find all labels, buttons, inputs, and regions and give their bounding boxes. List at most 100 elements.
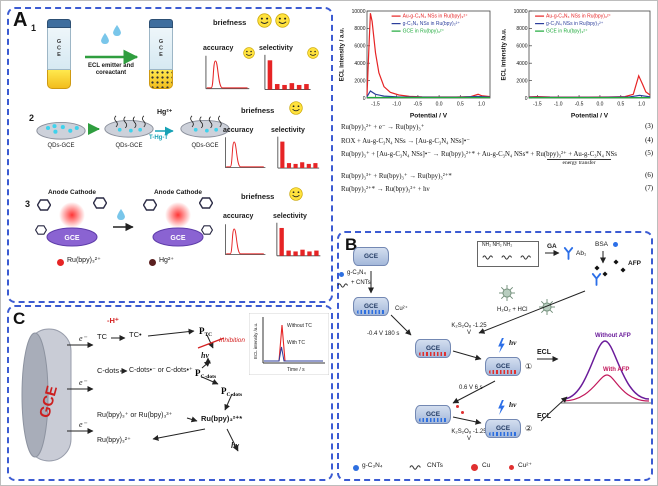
legend-cnts-label: CNTs	[427, 462, 443, 469]
ecl-label-2: ECL	[537, 413, 551, 420]
svg-text:-0.5: -0.5	[414, 102, 423, 108]
smiley-icon	[289, 101, 303, 115]
selectivity-label: selectivity	[271, 127, 305, 134]
hv-label: hν	[201, 351, 209, 360]
svg-text:g-C₃N₄ NSs in Ru(bpy)₃²⁺: g-C₃N₄ NSs in Ru(bpy)₃²⁺	[546, 21, 604, 27]
antigen-sphere-icon	[499, 285, 515, 301]
bsa-label: BSA	[595, 241, 609, 248]
smiley-icon	[243, 47, 255, 59]
cnt-squiggle-icon	[337, 282, 350, 289]
hg-dot-icon	[149, 259, 156, 266]
afp-diamond-icon	[602, 271, 608, 277]
bsa-dot-icon	[613, 242, 618, 247]
equation-row: Ru(bpy)₃³⁺ + Ru(bpy)₃⁺ → Ru(bpy)₃²⁺*(6)	[341, 171, 653, 180]
gce-electrode-b5: GCE	[415, 405, 451, 424]
antibody-y-icon	[591, 273, 602, 286]
electron-label: e⁻	[79, 378, 87, 387]
gcn-cnt-layer	[419, 417, 447, 422]
svg-text:-0.5: -0.5	[575, 102, 584, 108]
afp-diamond-icon	[620, 267, 626, 273]
cu-layer	[489, 369, 517, 374]
afp-diamond-icon	[594, 265, 600, 271]
svg-text:ECL intensity / a.u.: ECL intensity / a.u.	[340, 27, 346, 81]
hg-legend-label: Hg²⁺	[159, 257, 174, 264]
anode-cathode-label: Anode Cathode	[47, 189, 97, 196]
hv-label: hν	[231, 441, 239, 450]
cdots-label: C-dots	[97, 366, 120, 375]
accuracy-label: accuracy	[223, 127, 254, 134]
svg-text:Au-g-C₃N₄ NSs in Ru(bpy)₃²⁺: Au-g-C₃N₄ NSs in Ru(bpy)₃²⁺	[403, 14, 469, 20]
smiley-icon	[307, 47, 319, 59]
svg-text:-1.5: -1.5	[371, 102, 380, 108]
tc-label: TC	[97, 332, 107, 341]
gce-label: GCE	[363, 253, 379, 260]
without-afp-label: Without AFP	[595, 333, 631, 339]
svg-text:1.0: 1.0	[478, 102, 485, 108]
briefness-label: briefness	[213, 18, 247, 27]
qds-gce-label: QDs-GCE	[191, 143, 219, 149]
gce-label: GCE	[158, 38, 164, 59]
svg-text:Au-g-C₃N₄ NSs in Ru(bpy)₃²⁺: Au-g-C₃N₄ NSs in Ru(bpy)₃²⁺	[546, 14, 612, 20]
k2s2o8-label-2: K₂S₂O₈ -1.25 V	[451, 429, 487, 442]
svg-text:g-C₃N₄ NSs in Ru(bpy)₃²⁺: g-C₃N₄ NSs in Ru(bpy)₃²⁺	[403, 21, 461, 27]
ru-dot-icon	[57, 259, 64, 266]
panel-c	[7, 305, 333, 481]
equation-row: Ru(bpy)₃²⁺* → Ru(bpy)₃²⁺ + hν(7)	[341, 185, 653, 193]
ru-legend-label: Ru(bpy)₃²⁺	[67, 257, 101, 264]
selectivity-chart-icon	[269, 135, 323, 173]
inset-ylabel: ECL intensity /a.u.	[253, 323, 258, 359]
equation-row: ROX + Au-g-C₃N₄ NSs → [Au-g-C₃N₄ NSs]•⁻(…	[341, 136, 653, 145]
electron-label: e⁻	[79, 420, 87, 429]
plus-sign: +	[351, 280, 355, 286]
step-06v-label: 0.6 V 6 s	[459, 385, 483, 391]
gce-electrode-modified-icon: GCE	[149, 19, 173, 89]
gcn-cnt-layer	[357, 309, 385, 314]
svg-text:GCE in Ru(bpy)₃²⁺: GCE in Ru(bpy)₃²⁺	[546, 29, 588, 35]
inhibition-label: Inhibition	[219, 337, 246, 344]
ab1-label: Ab₁	[576, 250, 587, 257]
qds-gce-disc-icon	[35, 115, 87, 141]
panel-a-label: A	[13, 9, 28, 31]
anode-cathode-label: Anode Cathode	[153, 189, 203, 196]
briefness-label: briefness	[241, 106, 275, 115]
p-base: P	[199, 326, 205, 336]
circled-2: ②	[525, 424, 533, 433]
tc-inset-chart: Without TC With TC ECL intensity /a.u. T…	[249, 313, 329, 375]
accuracy-chart-icon	[219, 221, 267, 261]
antibody-y-icon	[563, 247, 574, 260]
svg-text:ECL intensity /a.u.: ECL intensity /a.u.	[502, 28, 508, 80]
electron-label: e⁻	[79, 334, 87, 343]
droplet-icon	[117, 209, 125, 220]
deposition-label: -0.4 V 180 s	[367, 331, 400, 337]
svg-text:0.0: 0.0	[436, 102, 443, 108]
svg-text:4000: 4000	[516, 61, 527, 67]
ecl-cell-icon: GCE	[143, 197, 213, 247]
selectivity-label: selectivity	[259, 45, 293, 52]
svg-text:0.0: 0.0	[596, 102, 603, 108]
p-tc-sub: TC	[204, 332, 213, 338]
equation-row: Ru(bpy)₃²⁺ + e⁻ → Ru(bpy)₃⁺(3)	[341, 123, 653, 131]
svg-text:2000: 2000	[354, 78, 365, 84]
gce-label: GCE	[495, 425, 511, 432]
cnt-squiggle-icon	[409, 464, 423, 471]
cu-ion-dot-icon	[456, 405, 459, 408]
gce-electrode-circ2: GCE	[485, 419, 521, 438]
svg-text:8000: 8000	[516, 26, 527, 32]
electrode-cap	[149, 19, 173, 28]
without-tc-label: Without TC	[287, 323, 312, 329]
svg-text:4000: 4000	[354, 61, 365, 67]
svg-text:6000: 6000	[516, 44, 527, 50]
qds-gce-strands-disc-icon	[103, 113, 155, 139]
svg-text:GCE in Ru(bpy)₃²⁺: GCE in Ru(bpy)₃²⁺	[403, 29, 445, 35]
qds-gce-label: QDs-GCE	[115, 143, 143, 149]
nh2-functionalized-box: NH₂ NH₂ NH₂	[477, 241, 539, 267]
svg-text:1.0: 1.0	[638, 102, 645, 108]
gce-label: GCE	[64, 235, 80, 242]
p-base: P	[221, 386, 227, 396]
step-3-number: 3	[25, 199, 31, 209]
cu-dot-icon	[471, 464, 478, 471]
lightning-icon	[496, 400, 506, 415]
electrode-tip-modified	[149, 70, 173, 89]
